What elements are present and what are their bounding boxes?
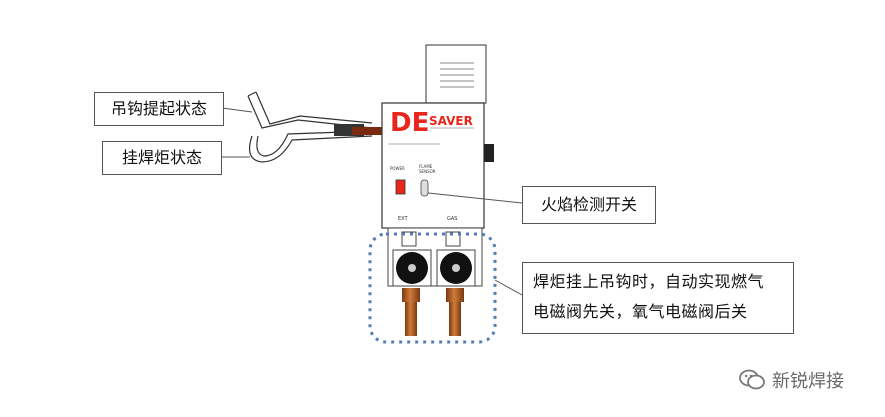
valve-right-label: GAS <box>447 216 457 222</box>
watermark-text: 新锐焊接 <box>772 371 844 392</box>
hook-raised-leader <box>221 107 253 113</box>
device-body: DE SAVER POWER FLAME SENSOR EXT GAS <box>381 102 494 229</box>
valve-left-label: EXT <box>398 216 408 222</box>
wechat-icon <box>739 369 765 390</box>
valve-assembly <box>387 227 483 336</box>
logo-de: DE <box>390 108 429 138</box>
hook-hung-illustration <box>249 130 373 163</box>
fitting-left <box>402 288 420 336</box>
flame-switch-callout: 火焰检测开关 <box>522 186 656 224</box>
flame-switch <box>420 179 429 197</box>
flame-switch-leader <box>427 192 523 204</box>
valve-description-leader <box>494 279 523 296</box>
flame-switch-label: 火焰检测开关 <box>540 195 637 214</box>
power-switch <box>395 179 406 195</box>
hook-rod <box>334 124 382 136</box>
description-line-1: 焊炬挂上吊钩时，自动实现燃气 <box>533 272 765 291</box>
power-label: POWER <box>390 166 405 171</box>
valve-description-callout: 焊炬挂上吊钩时，自动实现燃气 电磁阀先关，氧气电磁阀后关 <box>522 262 794 334</box>
sensor-label: SENSOR <box>419 169 436 174</box>
torch-hung-callout: 挂焊炬状态 <box>102 141 222 175</box>
flame-label: FLAME <box>419 164 433 169</box>
watermark: 新锐焊接 <box>738 366 844 394</box>
fitting-right <box>446 288 464 336</box>
valve-highlight-outline <box>368 232 497 344</box>
torch-hung-label: 挂焊炬状态 <box>121 148 202 167</box>
hook-raised-callout: 吊钩提起状态 <box>94 92 224 126</box>
hook-raised-illustration <box>247 91 373 129</box>
hook-raised-label: 吊钩提起状态 <box>110 99 207 118</box>
description-line-2: 电磁阀先关，氧气电磁阀后关 <box>533 302 748 321</box>
mounting-plate <box>425 44 487 104</box>
logo-saver: SAVER <box>429 114 473 128</box>
